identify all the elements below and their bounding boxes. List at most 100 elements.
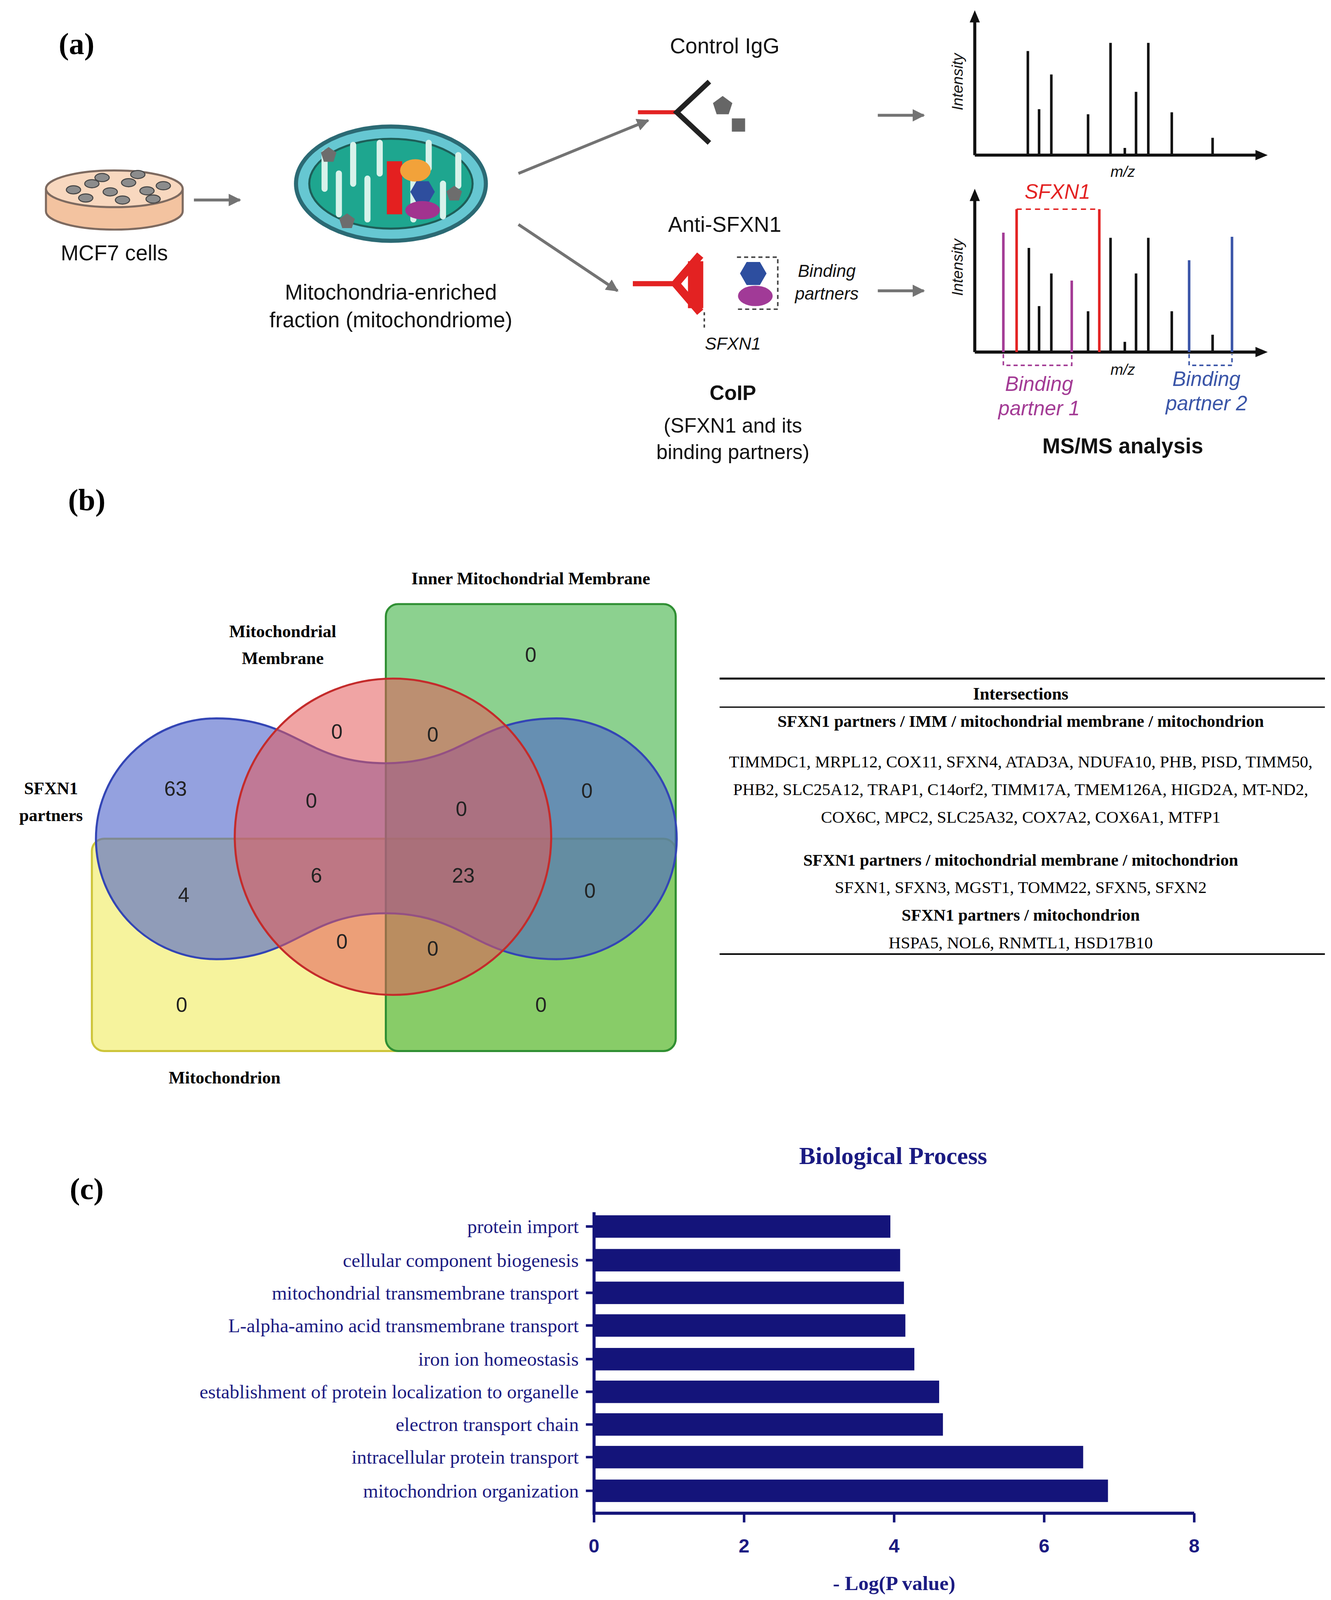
gene-list: HSPA5, NOL6, RNMTL1, HSD17B10 [888, 932, 1153, 954]
antibody-figure: Control IgG [648, 25, 878, 154]
table-rules [719, 678, 1325, 955]
mitochondrion-illustration [295, 126, 486, 241]
petri-dish [121, 178, 136, 187]
control-antibody [713, 95, 733, 115]
petri-dish [102, 187, 118, 196]
control-antibody [676, 81, 710, 144]
region-count: 0 [455, 797, 467, 822]
mitochondrion-illustration [295, 126, 486, 241]
bar-chart [593, 1480, 1108, 1503]
spectrum-control [969, 10, 981, 23]
spectrum-sfxn1 [1016, 208, 1100, 210]
panel-letter: (b) [68, 481, 106, 519]
fraction-label: Mitochondria-enriched fraction (mitochon… [265, 278, 516, 334]
tick-label: 2 [738, 1534, 750, 1558]
spectrum-sfxn1 [1016, 209, 1100, 353]
mitochondrion-illustration [339, 213, 356, 229]
set-name: Inner Mitochondrial Membrane [411, 568, 650, 590]
mitochondrion-illustration [410, 181, 435, 203]
spectrum-control [1255, 150, 1268, 161]
method-label: CoIP [709, 380, 757, 406]
control-antibody [732, 118, 746, 132]
table-header: Intersections [973, 683, 1069, 705]
spectrum-control [969, 10, 1268, 161]
bar-chart [593, 1413, 943, 1436]
control-antibody [637, 81, 745, 144]
petri-dish [115, 195, 130, 205]
region-count: 63 [164, 776, 187, 802]
flow-arrow [518, 224, 618, 292]
tick-label: 6 [1038, 1534, 1050, 1558]
category-label: protein import [467, 1215, 579, 1239]
petri-dish [130, 170, 146, 179]
category-label: intracellular protein transport [351, 1445, 579, 1470]
table-rules [719, 677, 1325, 680]
venn-diagram [234, 678, 552, 995]
region-count: 0 [336, 930, 348, 955]
spectrum-sfxn1 [1255, 347, 1268, 358]
petri-dish [156, 181, 171, 191]
category-label: mitochondrial transmembrane transport [271, 1281, 579, 1305]
set-name: SFXN1 partners [4, 775, 97, 830]
control-antibody [637, 110, 677, 115]
region-count: 0 [331, 719, 343, 745]
petri-dish [78, 193, 94, 203]
category-label: electron transport chain [395, 1413, 579, 1437]
region-count: 0 [426, 937, 439, 962]
region-count: 0 [524, 643, 537, 668]
region-count: 0 [176, 993, 188, 1018]
mitochondrion-illustration [446, 185, 463, 201]
category-label: establishment of protein localization to… [199, 1380, 579, 1404]
sfxn1-antibody [739, 262, 767, 286]
mitochondrion-illustration [386, 161, 403, 215]
axis-label: m/z [1110, 360, 1136, 379]
category-label: cellular component biogenesis [343, 1248, 580, 1272]
spectrum-sfxn1 [1003, 354, 1072, 366]
region-count: 23 [452, 863, 475, 888]
bar-chart [593, 1212, 1195, 1514]
mitochondrion-illustration [320, 147, 337, 163]
bar-chart [593, 1215, 1108, 1503]
gene-list: TIMMDC1, MRPL12, COX11, SFXN4, ATAD3A, N… [727, 748, 1315, 832]
spectrum-sfxn1 [1189, 236, 1233, 353]
mitochondrion-illustration [405, 201, 440, 220]
flow-arrow [877, 289, 924, 293]
set-name: Mitochondrial Membrane [206, 618, 360, 673]
sfxn1-antibody [632, 281, 676, 287]
region-count: 0 [426, 722, 439, 747]
peak-label: SFXN1 [1024, 179, 1091, 205]
chart-title: Biological Process [799, 1141, 988, 1172]
mitochondrion-figure: Mitochondria-enriched fraction (mitochon… [239, 120, 519, 361]
spectrum-sfxn1 [969, 188, 1268, 366]
partner-label: Binding partners [785, 259, 868, 306]
category-label: iron ion homeostasis [418, 1347, 579, 1372]
table-row-heading: SFXN1 partners / mitochondrion [901, 905, 1140, 926]
table-rules [719, 706, 1325, 709]
region-count: 0 [305, 789, 317, 814]
spectrum-control [1028, 42, 1213, 156]
tick-label: 8 [1188, 1534, 1200, 1558]
petri-dish [45, 170, 183, 230]
petri-dish [66, 170, 171, 204]
spectrum-sfxn1 [1003, 232, 1072, 353]
antibody-label: Anti-SFXN1 [667, 211, 782, 238]
bar-chart [593, 1381, 940, 1404]
panel-letter: (a) [58, 25, 95, 63]
flow-arrow [877, 114, 924, 117]
mitochondrion-illustration [324, 143, 458, 220]
bar-chart [593, 1215, 891, 1238]
cell-label: MCF7 cells [60, 240, 168, 266]
antibody-figure: Anti-SFXN1Binding partnersSFXN1CoIP(SFXN… [617, 209, 878, 470]
spectrum-plot: Intensitym/zSFXN1Binding partner 1Bindin… [923, 185, 1277, 465]
bar-chart [585, 1212, 1195, 1524]
sfxn1-antibody [737, 285, 773, 306]
flow-arrow [518, 120, 649, 174]
bar-chart [593, 1348, 915, 1371]
mitochondrion-illustration [400, 159, 431, 182]
mitochondrion-illustration [309, 138, 473, 229]
spectrum-sfxn1 [969, 188, 981, 202]
